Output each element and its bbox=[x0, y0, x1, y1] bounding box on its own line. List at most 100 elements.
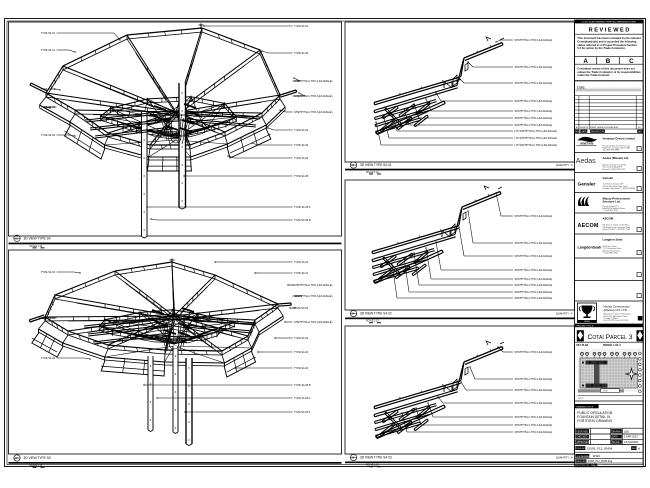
svg-text:DATE: DATE bbox=[612, 436, 618, 439]
svg-text:SCALE 1:10: SCALE 1:10 bbox=[30, 464, 43, 467]
svg-text:TYPE S4-02: TYPE S4-02 bbox=[41, 270, 56, 274]
svg-text:FIRST ISSUE FOR REVIEW: FIRST ISSUE FOR REVIEW bbox=[590, 127, 619, 129]
svg-text:5.4 for action by the Trade Co: 5.4 for action by the Trade Contractor. bbox=[577, 46, 626, 50]
svg-text:SCALE 1:10: SCALE 1:10 bbox=[366, 171, 379, 174]
svg-text:KEY PLAN: KEY PLAN bbox=[576, 344, 588, 347]
svg-text:TYPE S4-05 A: TYPE S4-05 A bbox=[294, 205, 311, 209]
svg-text:TYPE S4-04: TYPE S4-04 bbox=[294, 156, 309, 160]
svg-text:PLOTTED ON : 28 Apr 2013: PLOTTED ON : 28 Apr 2013 bbox=[576, 464, 602, 467]
svg-text:Edf ACM 14 andar A, Macau: Edf ACM 14 andar A, Macau bbox=[603, 207, 626, 210]
svg-text:HSUBO: HSUBO bbox=[584, 321, 590, 323]
svg-text:TYPE S4-03: TYPE S4-03 bbox=[41, 133, 56, 137]
svg-text:TYPE S4-04: TYPE S4-04 bbox=[41, 356, 56, 360]
svg-text:DESCRIPTION: DESCRIPTION bbox=[591, 131, 605, 133]
svg-text:status referred to in Project: status referred to in Project Procedure … bbox=[577, 43, 637, 47]
svg-text:SHS75*75mm THK (L&S ANGLE): SHS75*75mm THK (L&S ANGLE) bbox=[515, 215, 553, 218]
svg-text:SHS75*75mm THK (L&S ANGLE): SHS75*75mm THK (L&S ANGLE) bbox=[515, 66, 553, 69]
svg-text:TYPE S4-01: TYPE S4-01 bbox=[41, 48, 56, 52]
svg-text:Esperanca, s/n Taipa, Macau SA: Esperanca, s/n Taipa, Macau SAR bbox=[603, 147, 631, 150]
svg-text:Tel: (853) 2882 8888: Tel: (853) 2882 8888 bbox=[603, 150, 619, 152]
svg-text:SHS75*75mm THK (L&S ANGLE): SHS75*75mm THK (L&S ANGLE) bbox=[515, 389, 553, 392]
svg-text:-: - bbox=[596, 436, 597, 439]
svg-text:DRAWING TITLE :: DRAWING TITLE : bbox=[576, 406, 595, 409]
svg-text:26/F Fortis Tower: 26/F Fortis Tower bbox=[603, 245, 617, 248]
svg-text:TYPE S4-05 A: TYPE S4-05 A bbox=[294, 396, 311, 400]
svg-text:31520: 31520 bbox=[593, 454, 601, 458]
svg-text:05: 05 bbox=[352, 457, 355, 460]
svg-text:SHS75*75mm THK (L&S ANGLE): SHS75*75mm THK (L&S ANGLE) bbox=[515, 431, 553, 434]
svg-text:APPROVED: APPROVED bbox=[576, 441, 589, 444]
svg-text:This document has been reviewe: This document has been reviewed by the r… bbox=[577, 36, 641, 40]
svg-text:N.T.S.: N.T.S. bbox=[579, 398, 584, 400]
svg-text:L75 SHS75*75mm THK (L&S ANGLE): L75 SHS75*75mm THK (L&S ANGLE) bbox=[515, 137, 558, 140]
svg-text:PUBLIC CIRCULATION: PUBLIC CIRCULATION bbox=[577, 411, 613, 415]
svg-text:77-79 Gloucester Road: 77-79 Gloucester Road bbox=[603, 247, 622, 250]
svg-text:VENETIAN: VENETIAN bbox=[580, 142, 593, 146]
svg-text:TYPE S4-04: TYPE S4-04 bbox=[294, 350, 309, 354]
svg-text:SHS75*75mm THK (L&S ANGLE): SHS75*75mm THK (L&S ANGLE) bbox=[515, 39, 553, 42]
svg-text:L75 SHS75*75mm THK (L&S ANGLE): L75 SHS75*75mm THK (L&S ANGLE) bbox=[515, 130, 558, 133]
svg-text:R E V I E W E D: R E V I E W E D bbox=[589, 28, 630, 34]
svg-text:03: 03 bbox=[352, 164, 355, 167]
svg-text:SHS75*75mm THK (L&S ANGLE): SHS75*75mm THK (L&S ANGLE) bbox=[515, 255, 553, 258]
svg-text:3D VIEW TYPE S4: 3D VIEW TYPE S4 bbox=[24, 236, 51, 240]
svg-text:TYPE S4-01: TYPE S4-01 bbox=[294, 24, 309, 28]
svg-text:T + 853.2872.3016: T + 853.2872.3016 bbox=[603, 210, 618, 212]
svg-text:0 5 10: 0 5 10 bbox=[603, 391, 608, 393]
svg-text:SHS75*75mm THK (L&S ANGLE): SHS75*75mm THK (L&S ANGLE) bbox=[515, 117, 553, 120]
svg-text:T + 852 2830 3500: T + 852 2830 3500 bbox=[603, 253, 618, 255]
svg-text:AS SHOWN: AS SHOWN bbox=[624, 440, 638, 444]
svg-text:TYPE S4-03: TYPE S4-03 bbox=[294, 336, 309, 340]
svg-text:TYPE S4-04: TYPE S4-04 bbox=[294, 143, 309, 147]
svg-text:Macau Professional: Macau Professional bbox=[603, 196, 630, 200]
svg-text:SHS75*75mm THK (L&S ANGLE): SHS75*75mm THK (L&S ANGLE) bbox=[515, 124, 553, 127]
svg-text:A: A bbox=[576, 126, 578, 129]
svg-text:AECOM: AECOM bbox=[578, 223, 599, 229]
svg-text:3D VIEW TYPE S4': 3D VIEW TYPE S4' bbox=[24, 456, 52, 460]
svg-text:SHS75*75mm THK (L&S ANGLE): SHS75*75mm THK (L&S ANGLE) bbox=[515, 291, 553, 294]
svg-text:Gensler: Gensler bbox=[603, 176, 615, 180]
svg-text:C: C bbox=[629, 58, 634, 65]
svg-text:Alameda Dr. Carlos D' Assumpca: Alameda Dr. Carlos D' Assumpcao bbox=[604, 313, 632, 316]
svg-text:TYPE S4-04: TYPE S4-04 bbox=[294, 366, 309, 370]
svg-text:L75 SHS75*75mm THK (L&S ANGLE): L75 SHS75*75mm THK (L&S ANGLE) bbox=[515, 144, 558, 147]
svg-text:under the Trade Contract.: under the Trade Contract. bbox=[577, 73, 610, 77]
svg-text:. . . . . . . . . . . . . . .: . . . . . . . . . . . . . . . . . . . . … bbox=[589, 86, 640, 89]
svg-text:FOUNTAIN DETAIL 01: FOUNTAIN DETAIL 01 bbox=[577, 415, 610, 419]
svg-text:DESIGNED: DESIGNED bbox=[576, 431, 588, 433]
svg-text:SHS75*75mm THK (L&S ANGLE): SHS75*75mm THK (L&S ANGLE) bbox=[515, 269, 553, 272]
svg-text:SHS75*75mm THK (L&S ANGLE): SHS75*75mm THK (L&S ANGLE) bbox=[294, 283, 332, 287]
svg-text:Macau Tel: (853) 2833 1309: Macau Tel: (853) 2833 1309 bbox=[603, 169, 625, 171]
svg-text:8/F, Tower 2, Grand Central Pl: 8/F, Tower 2, Grand Central Plaza bbox=[603, 224, 630, 227]
svg-text:KC: KC bbox=[638, 127, 641, 129]
svg-text:TYPE S4-05: TYPE S4-05 bbox=[294, 174, 309, 178]
svg-text:181 Hoi Bun Road, Kwun Tong: 181 Hoi Bun Road, Kwun Tong bbox=[603, 186, 628, 188]
svg-text:01: 01 bbox=[15, 237, 18, 240]
svg-text:12 andar J, Macau: 12 andar J, Macau bbox=[604, 318, 619, 320]
svg-text:Gensler: Gensler bbox=[578, 182, 596, 188]
svg-text:Kowloon, Hong Kong T + 852.25: Kowloon, Hong Kong T + 852.2598.8500 bbox=[603, 188, 635, 190]
svg-text:Services Ltd.: Services Ltd. bbox=[603, 200, 621, 204]
svg-text:SCALE 1:10: SCALE 1:10 bbox=[366, 320, 379, 323]
svg-text:Date :: Date : bbox=[577, 85, 586, 89]
svg-text:QUANTITY : 4: QUANTITY : 4 bbox=[556, 163, 573, 167]
svg-text:138 Shatin Rural Committee Roa: 138 Shatin Rural Committee Road bbox=[603, 226, 630, 229]
svg-text:Avenida da Praia Grande 409: Avenida da Praia Grande 409 bbox=[603, 163, 627, 166]
svg-text:TYPE S4-02: TYPE S4-02 bbox=[294, 51, 309, 55]
svg-text:SCALE 1:10: SCALE 1:10 bbox=[30, 245, 43, 248]
svg-text:COTAI PARCEL 3: COTAI PARCEL 3 bbox=[588, 334, 633, 341]
svg-text:SCALE: SCALE bbox=[612, 441, 620, 444]
svg-text:TYPE S4-05 B: TYPE S4-05 B bbox=[294, 383, 311, 387]
svg-text:TYPE S4-02: TYPE S4-02 bbox=[41, 87, 56, 91]
svg-text:TYPE S4-01: TYPE S4-01 bbox=[294, 271, 309, 275]
svg-text:TYPE S4-05 A: TYPE S4-05 A bbox=[294, 410, 311, 414]
svg-text:A: A bbox=[583, 58, 588, 65]
svg-text:QUANTITY : 4: QUANTITY : 4 bbox=[556, 456, 573, 460]
svg-text:LEO: LEO bbox=[624, 429, 629, 433]
svg-text:SHS75*75mm THK (L&S ANGLE): SHS75*75mm THK (L&S ANGLE) bbox=[515, 284, 553, 287]
svg-text:DATE: DATE bbox=[581, 130, 587, 133]
svg-text:(Macau) CO. LTD.: (Macau) CO. LTD. bbox=[604, 308, 628, 312]
svg-text:Tel: 2875 2152 Fax: 2875 215: Tel: 2875 2152 Fax: 2875 2153 bbox=[604, 320, 629, 322]
svg-text:SHS75*75mm THK (L&S ANGLE): SHS75*75mm THK (L&S ANGLE) bbox=[294, 94, 332, 98]
svg-text:3D VIEW TYPE S4-02: 3D VIEW TYPE S4-02 bbox=[360, 312, 392, 316]
